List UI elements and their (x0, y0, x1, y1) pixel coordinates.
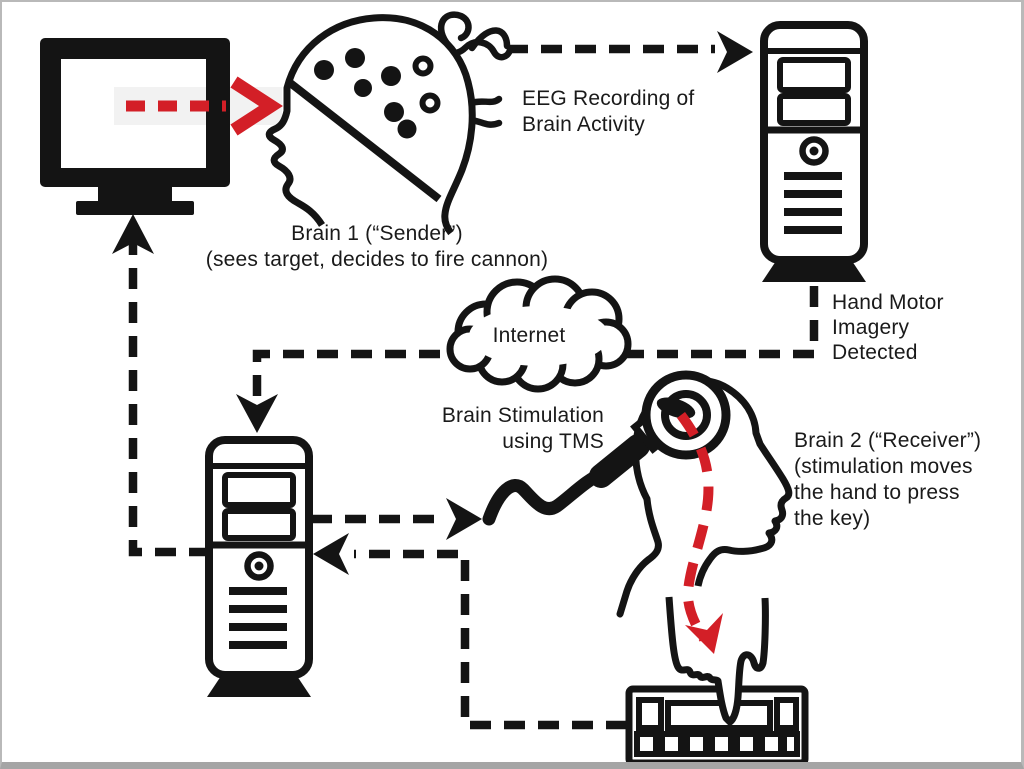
connector-keyboard-to-computer2 (354, 549, 627, 730)
label-brain-stimulation-tms: Brain Stimulation using TMS (441, 404, 604, 453)
label-brain1-sender: Brain 1 (“Sender”) (sees target, decides… (205, 222, 549, 271)
label-hand-motor-imagery: Hand Motor Imagery Detected (832, 291, 944, 364)
stimulation-arrow (676, 412, 723, 654)
head-with-eeg-cap-icon (265, 11, 514, 236)
arrowhead-up-into-monitor (112, 214, 154, 254)
gaze-arrow (126, 76, 283, 136)
connector-computer2-to-monitor (128, 234, 207, 557)
head2-neck (616, 495, 662, 618)
head1-outline (265, 14, 476, 236)
wire-loop (412, 55, 434, 77)
tms-cable (482, 466, 610, 526)
eeg-cap-edge (286, 78, 442, 203)
arrowheads (112, 31, 753, 575)
label-internet: Internet (492, 324, 566, 347)
arrowhead-left-into-computer2 (313, 533, 349, 575)
keyboard-icon (625, 685, 809, 762)
desktop-tower-2-icon (207, 440, 311, 697)
internet-cloud (446, 275, 632, 393)
stimulation-arrowhead (685, 613, 723, 654)
tms-coil-icon (482, 370, 731, 526)
eeg-electrodes (314, 48, 417, 139)
arrowhead-down-into-computer2 (236, 394, 278, 433)
wire-loop-2 (419, 92, 441, 114)
tms-grip (589, 434, 650, 488)
label-brain2-receiver: Brain 2 (“Receiver”) (stimulation moves … (794, 429, 982, 530)
arrowhead-right-to-tms-cable (446, 498, 482, 540)
desktop-tower-1-icon (762, 25, 866, 282)
label-eeg-recording: EEG Recording of Brain Activity (522, 87, 695, 136)
arrowhead-right-into-computer1 (717, 31, 753, 73)
